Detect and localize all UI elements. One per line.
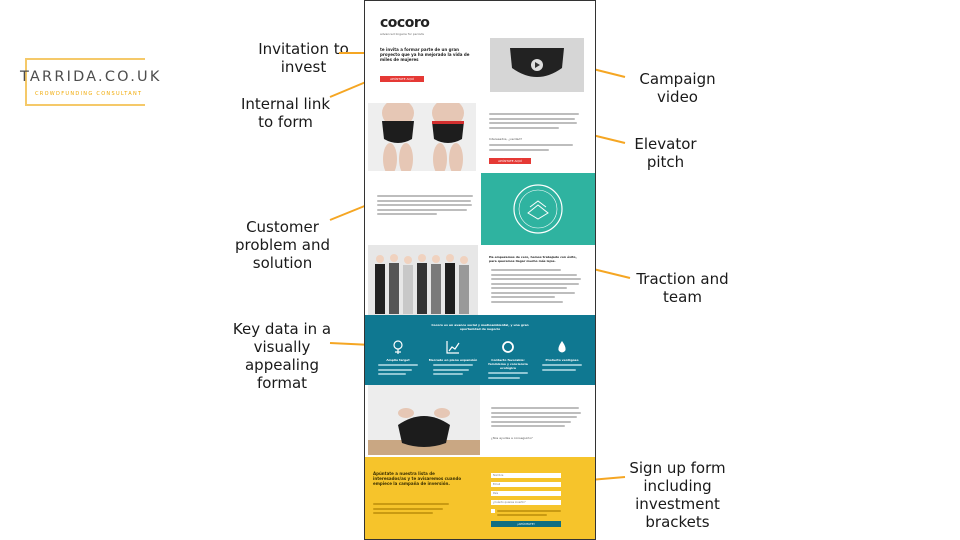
annotation-traction-team: Traction and team [636,270,729,306]
annotation-signup-form: Sign up form including investment bracke… [629,459,726,531]
model-photo [368,99,476,175]
campaign-video[interactable] [490,38,584,92]
keydata-item: Producto verdigoso [537,339,587,373]
invite-button[interactable]: APÚNTATE AQUÍ [380,76,424,82]
annotation-internal-link: Internal link to form [240,95,331,131]
pitch-section: Interesadxs, ¿verdad? APÚNTATE AQUÍ [365,99,595,175]
form-submit-button[interactable]: ¡APÚNTATE! [491,521,561,527]
video-thumbnail [490,38,584,92]
annotation-customer-problem: Customer problem and solution [234,218,331,272]
annotation-campaign-video: Campaign video [639,70,716,106]
problem-text [377,195,473,218]
product-section: ¿Nos ayudas a conseguirlo? [365,385,595,455]
circle-icon [502,341,514,353]
invite-headline: te invita a formar parte de un gran proy… [380,47,470,62]
drop-icon [558,341,566,353]
keydata-item: Contacto favorable: feminismo y concienc… [482,339,534,381]
annotation-key-data: Key data in a visually appealing format [232,320,332,392]
brand-tagline: advanced lingerie for periods [380,32,424,36]
pitch-text [489,113,579,131]
traction-list [491,269,583,305]
help-question: ¿Nos ayudas a conseguirlo? [491,436,533,440]
keydata-headline: Cocoro es un avance social y medioambien… [431,323,529,331]
key-data-section: Cocoro es un avance social y medioambien… [365,315,595,385]
keydata-item: Mercado en pleno expansión [428,339,478,378]
brand-name: cocoro [380,15,430,31]
tarrida-logo: TARRIDA.CO.UK CROWDFUNDING CONSULTANT [20,58,159,106]
signup-section: Apúntate a nuestra lista de interesados/… [365,457,595,539]
problem-section [365,173,595,245]
invitation-section: cocoro advanced lingerie for periods te … [365,1,595,101]
product-photo [368,385,480,455]
female-icon [393,340,403,354]
product-text [491,407,583,430]
form-headline: Apúntate a nuestra lista de interesados/… [373,471,462,486]
form-consent-checkbox[interactable] [491,509,495,513]
traction-headline: Ha empezamos de cero, hemos trabajado co… [489,255,577,263]
team-photo [368,245,478,315]
form-name-field[interactable]: Nombre [491,473,561,478]
pitch-button[interactable]: APÚNTATE AQUÍ [489,158,531,164]
pitch-question: Interesadxs, ¿verdad? [489,137,523,141]
annotation-invitation: Invitation to invest [258,40,349,76]
form-country-select[interactable]: País [491,491,561,496]
landing-page-mock: cocoro advanced lingerie for periods te … [364,0,596,540]
form-email-field[interactable]: Email [491,482,561,487]
logo-title: TARRIDA.CO.UK [20,69,162,85]
annotation-elevator-pitch: Elevator pitch [634,135,697,171]
solution-badge [481,173,595,245]
logo-subtitle: CROWDFUNDING CONSULTANT [35,91,143,97]
keydata-item: Amplio target [373,339,423,378]
form-investment-bracket-select[interactable]: ¿Cuánto quieres invertir? [491,500,561,505]
growth-chart-icon [446,341,460,354]
traction-section: Ha empezamos de cero, hemos trabajado co… [365,245,595,315]
